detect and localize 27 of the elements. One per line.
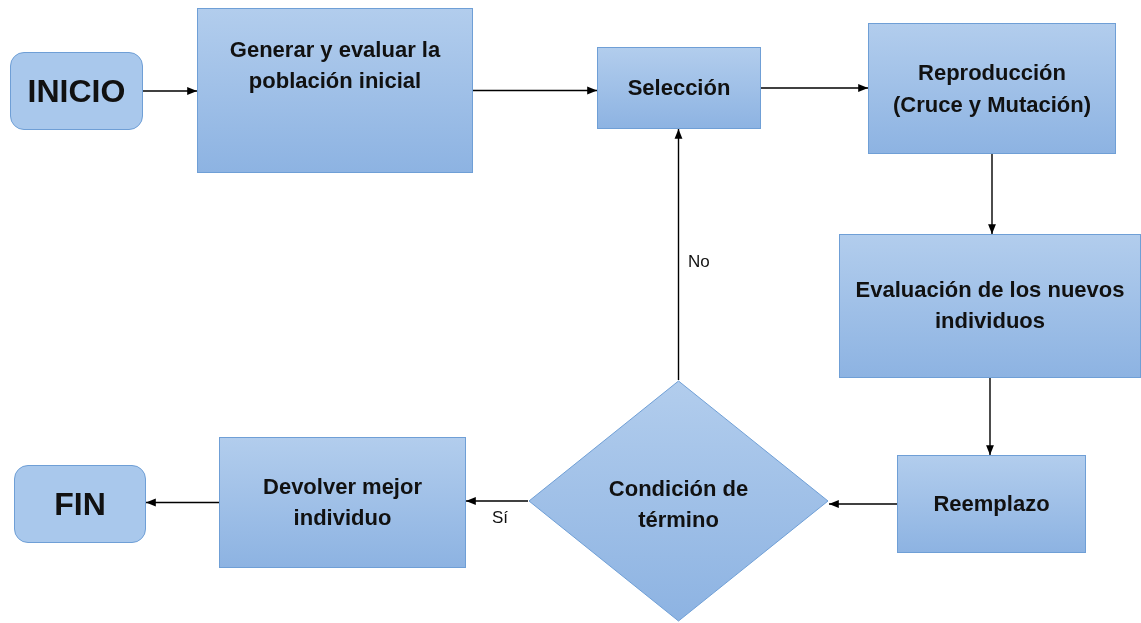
node-text: Evaluación de los nuevos individuos — [854, 276, 1126, 335]
node-text: Generar y evaluar la población inicial — [228, 35, 442, 95]
node-text: Reemplazo — [933, 489, 1050, 518]
end-terminal — [14, 465, 146, 543]
process-box — [868, 23, 1116, 154]
process-box — [839, 234, 1141, 378]
node-text: Condición de término — [607, 475, 750, 534]
arrow — [988, 153, 996, 235]
arrow — [472, 86, 598, 95]
node-text: FIN — [54, 484, 106, 524]
arrow — [465, 497, 529, 505]
arrow — [986, 377, 994, 456]
process-box — [219, 437, 466, 568]
arrow — [145, 498, 220, 507]
process-box — [197, 8, 473, 173]
node-text: Reproducción (Cruce y Mutación) — [892, 58, 1092, 119]
arrow — [142, 87, 198, 95]
arrow — [760, 84, 869, 92]
node-text: Devolver mejor individuo — [262, 472, 423, 532]
process-box — [597, 47, 761, 129]
start-terminal — [10, 52, 143, 130]
node-text: Selección — [627, 73, 731, 102]
process-box — [897, 455, 1086, 553]
arrow — [828, 500, 898, 508]
arrow — [674, 128, 683, 381]
decision-diamond — [528, 380, 829, 622]
node-text: INICIO — [27, 71, 126, 111]
